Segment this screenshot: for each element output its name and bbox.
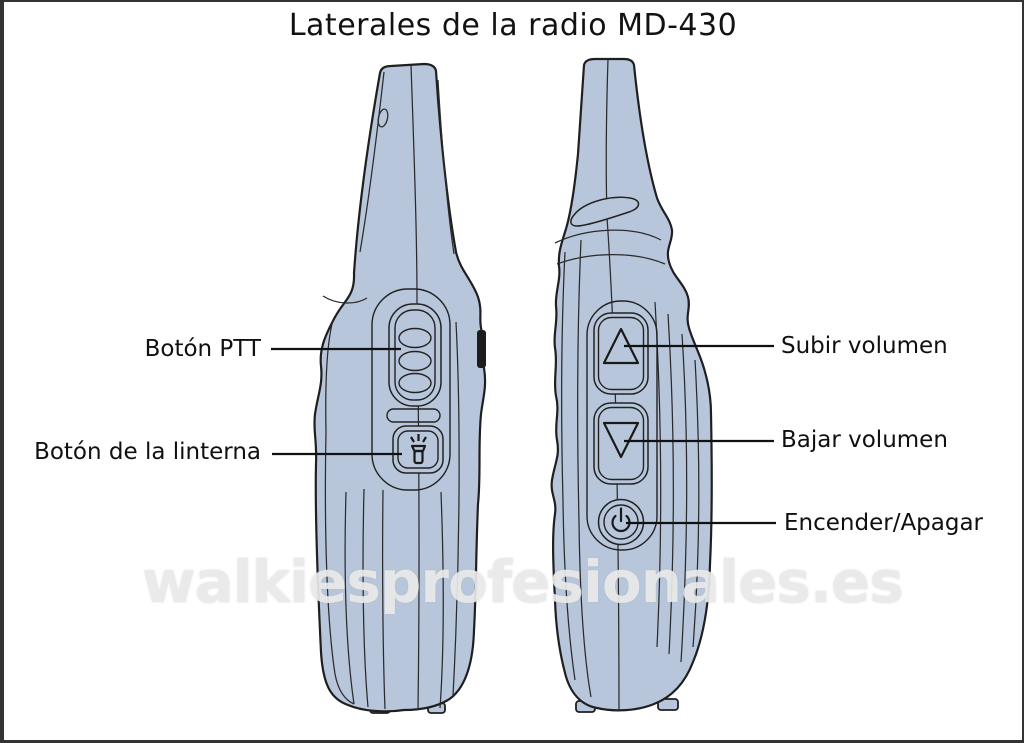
volume-down-outer (593, 402, 649, 485)
ptt-ridge (398, 350, 432, 372)
left-radio-contour (324, 319, 355, 705)
volume-up-inner (597, 316, 645, 391)
flashlight-button-outer (392, 425, 444, 474)
flashlight-button (392, 425, 444, 474)
right-radio-contour (556, 254, 666, 265)
side-key (477, 330, 486, 368)
label-flashlight-button: Botón de la linterna (34, 439, 261, 465)
right-radio-contour (692, 359, 700, 648)
ptt-ridge (398, 327, 432, 349)
page-title: Laterales de la radio MD-430 (288, 8, 738, 43)
right-radio-contour (554, 229, 662, 244)
right-radio-contour (577, 239, 592, 698)
left-radio-contour (381, 489, 386, 710)
power-icon (611, 507, 631, 533)
volume-up-outer (593, 312, 649, 395)
right-radio (550, 57, 713, 713)
volume-up-button (593, 312, 649, 395)
ptt-button-outer (388, 303, 442, 407)
left-radio-contour (439, 491, 444, 709)
panel-divider (386, 408, 441, 423)
radio-diagram (271, 57, 776, 714)
volume-down-inner (597, 406, 645, 481)
label-volume-down: Bajar volumen (781, 427, 948, 453)
belt-clip (570, 196, 640, 227)
left-radio-contour (437, 79, 455, 255)
left-radio-lip (322, 295, 368, 304)
label-volume-up: Subir volumen (781, 333, 948, 359)
left-radio-contour (452, 321, 460, 697)
left-radio-contour (362, 488, 369, 708)
watermark: walkiesprofesionales.es (142, 548, 904, 616)
left-radio (313, 62, 487, 714)
right-radio-contour (561, 251, 576, 681)
label-power: Encender/Apagar (784, 510, 984, 536)
ptt-button (388, 303, 442, 407)
left-radio-contour (359, 71, 385, 253)
volume-down-button (593, 402, 649, 485)
sling-hole (377, 108, 389, 128)
left-radio-contour (344, 491, 355, 705)
right-button-panel (586, 300, 658, 551)
ptt-ridge (398, 372, 432, 394)
left-button-panel (371, 288, 451, 491)
ptt-button-inner (394, 309, 436, 401)
label-ptt-button: Botón PTT (144, 336, 261, 362)
right-radio-foot (657, 698, 679, 711)
flashlight-button-inner (397, 430, 439, 469)
right-radio-contour (680, 333, 688, 663)
right-radio-contour (667, 313, 675, 655)
flashlight-icon (410, 434, 427, 465)
